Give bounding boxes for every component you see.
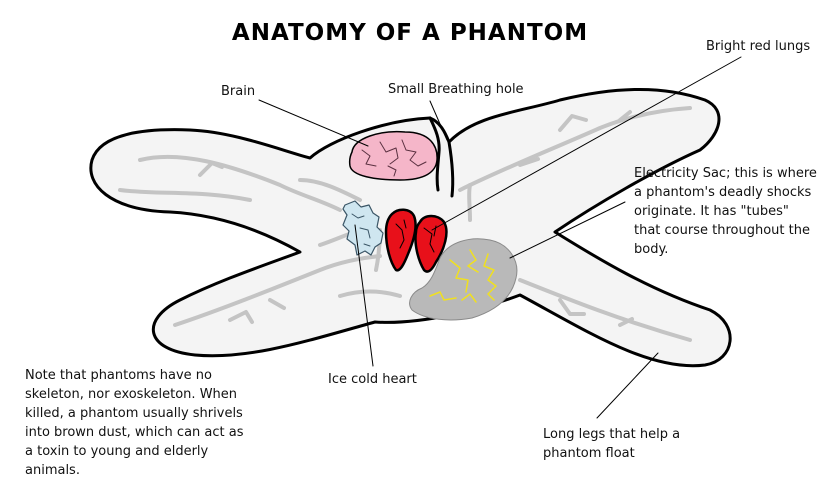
tube-segment: [558, 114, 588, 132]
note-line: a toxin to young and elderly: [25, 444, 209, 459]
electricity-tubes: [118, 106, 692, 342]
leader-heart: [354, 224, 374, 367]
note-paragraph: Note that phantoms have no skeleton, nor…: [25, 366, 244, 480]
brain-folds: [361, 139, 427, 177]
leader-lungs: [431, 56, 742, 231]
leader-breathing-hole: [429, 100, 448, 141]
label-lungs: Bright red lungs: [706, 39, 811, 54]
sac-line: that course throughout the: [634, 223, 810, 238]
legs-line: Long legs that help a: [543, 427, 681, 442]
brain-organ: [348, 130, 438, 181]
tube-segment: [198, 161, 224, 177]
tube-segment: [518, 278, 692, 342]
right-lung: [414, 214, 448, 273]
sac-line: body.: [634, 242, 669, 257]
electricity-sparks: [429, 249, 497, 303]
leader-legs: [596, 352, 659, 419]
label-electricity-sac: Electricity Sac; this is where a phantom…: [634, 164, 817, 259]
leader-sac: [509, 201, 626, 259]
tube-segment: [138, 154, 342, 212]
note-line: Note that phantoms have no: [25, 368, 212, 383]
tube-segment: [518, 157, 540, 167]
tube-segment: [173, 254, 382, 327]
note-line: killed, a phantom usually shrivels: [25, 406, 243, 421]
note-line: into brown dust, which can act as: [25, 425, 244, 440]
note-line: skeleton, nor exoskeleton. When: [25, 387, 238, 402]
tube-segment: [618, 110, 632, 122]
label-brain: Brain: [221, 84, 256, 99]
tube-segment: [228, 310, 254, 324]
sac-line: originate. It has "tubes": [634, 204, 789, 219]
heart-detail: [351, 213, 371, 247]
tube-segment: [618, 317, 634, 327]
diagram-title: ANATOMY OF A PHANTOM: [231, 20, 589, 46]
label-heart: Ice cold heart: [328, 372, 417, 387]
tube-segment: [118, 188, 252, 202]
tube-segment: [298, 178, 362, 202]
breathing-hole-edge: [447, 140, 455, 198]
left-lung: [384, 208, 417, 272]
sac-line: Electricity Sac; this is where: [634, 166, 817, 181]
sac-line: a phantom's deadly shocks: [634, 185, 812, 200]
leader-lines: [258, 56, 742, 419]
label-breathing-hole: Small Breathing hole: [388, 82, 524, 97]
tube-segment: [268, 298, 286, 310]
legs-line: phantom float: [543, 446, 635, 461]
note-line: animals.: [25, 463, 80, 478]
tube-segment: [338, 289, 402, 298]
lung-veins: [395, 219, 437, 253]
label-legs: Long legs that help a phantom float: [543, 425, 680, 463]
tube-segment: [558, 298, 586, 316]
breathing-hole: [428, 116, 441, 192]
tube-segment: [458, 106, 692, 192]
leader-brain: [258, 99, 369, 147]
tube-segment: [467, 183, 472, 222]
